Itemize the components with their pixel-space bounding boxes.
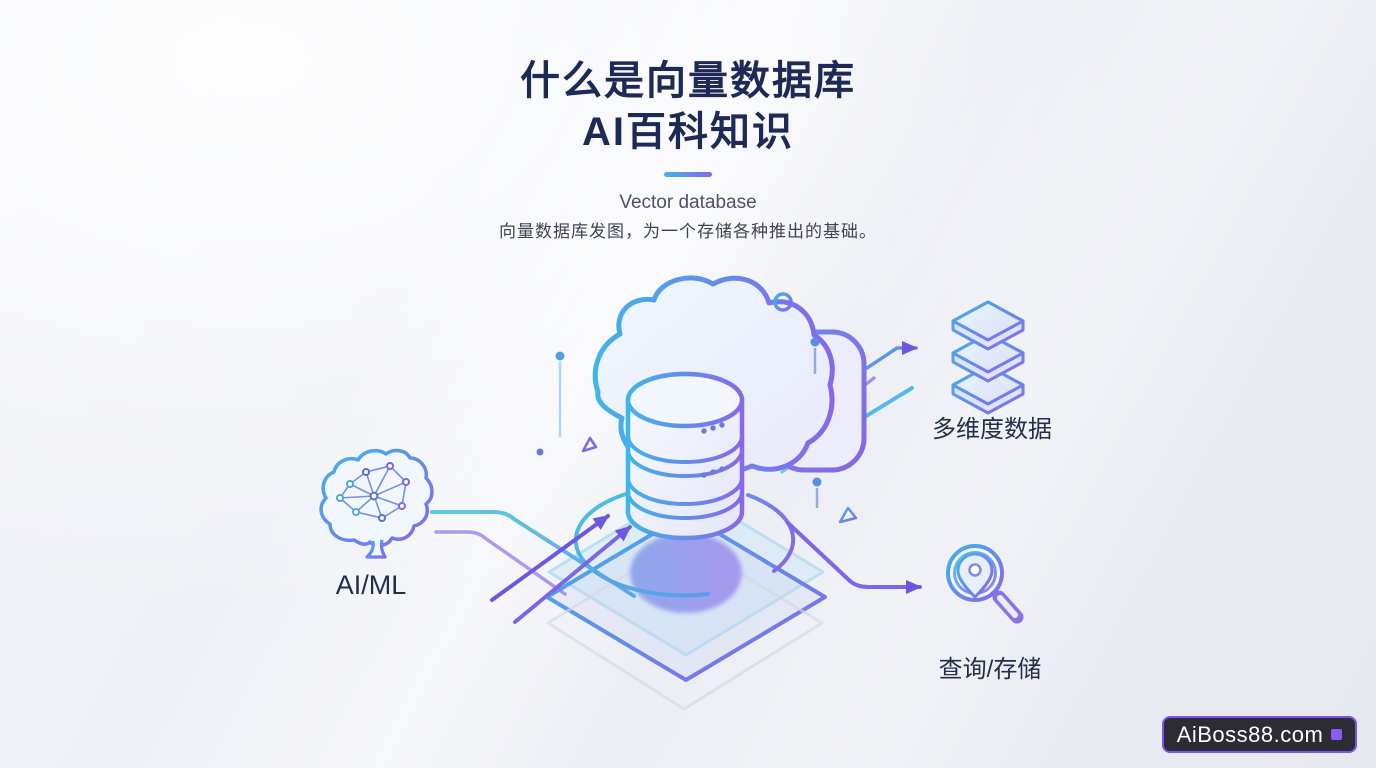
watermark-badge: AiBoss88.com	[1162, 716, 1357, 753]
flow-aiml-lines	[430, 510, 636, 624]
pin-dot-left	[555, 351, 565, 437]
label-multi-dimensional-data: 多维度数据	[932, 416, 1052, 443]
brain-network-icon	[319, 448, 434, 559]
pin-dot-topright	[810, 337, 820, 374]
flow-line-purple	[434, 530, 567, 596]
label-query-storage: 查询/存储	[938, 656, 1042, 683]
subtitle-english: Vector database	[619, 192, 757, 213]
flow-line-cyan	[430, 510, 636, 598]
label-ai-ml: AI/ML	[335, 570, 407, 600]
page-title: 什么是向量数据库 AI百科知识	[0, 56, 1376, 158]
flow-arrow-in-1	[490, 514, 610, 602]
orbit-rings	[573, 491, 796, 598]
flow-arrow-query	[786, 521, 922, 594]
title-line-1: 什么是向量数据库	[520, 59, 856, 103]
subtitle-chinese: 向量数据库发图，为一个存储各种推出的基础。	[499, 222, 877, 241]
flow-arrow-in-2	[513, 525, 632, 624]
database-indicator-dots	[701, 422, 725, 478]
database-glow	[630, 533, 742, 613]
ring-icon	[773, 292, 793, 312]
title-line-2: AI百科知识	[582, 110, 794, 154]
watermark-square-icon	[1331, 729, 1343, 740]
pin-dot-right	[812, 477, 822, 508]
triangle-icon-left	[581, 436, 598, 453]
title-divider	[664, 172, 712, 177]
watermark-text: AiBoss88.com	[1176, 721, 1324, 747]
triangle-icon-right	[838, 506, 858, 524]
database-icon	[625, 371, 745, 541]
search-location-icon	[946, 544, 1024, 624]
decorations	[536, 292, 858, 524]
platform-sheet-bottom	[546, 537, 824, 711]
stacked-layers-icon	[951, 300, 1025, 415]
small-dot	[536, 448, 544, 456]
